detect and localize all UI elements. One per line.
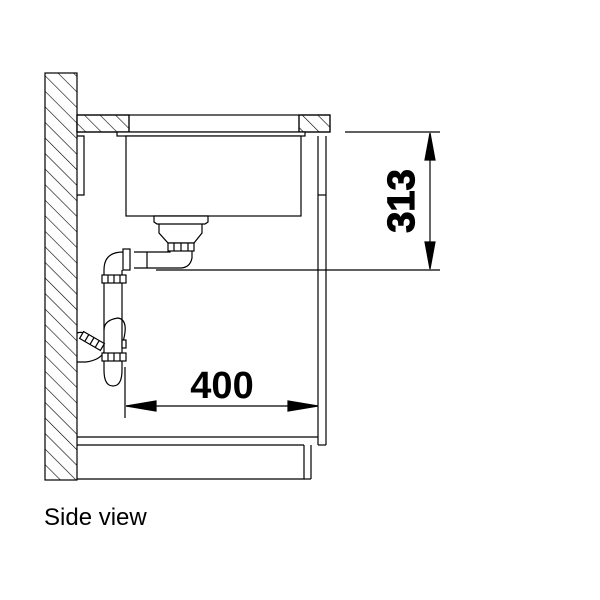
cabinet xyxy=(77,135,327,480)
view-caption: Side view xyxy=(44,504,147,531)
wall xyxy=(44,72,78,481)
width-value-label: 400 xyxy=(190,365,253,407)
depth-dimension: 313 xyxy=(156,131,440,271)
depth-value-label: 313 xyxy=(381,169,423,232)
countertop xyxy=(76,114,331,133)
siphon-pipe xyxy=(76,248,193,387)
sink-basin xyxy=(116,131,306,252)
width-dimension: 400 xyxy=(124,365,319,418)
